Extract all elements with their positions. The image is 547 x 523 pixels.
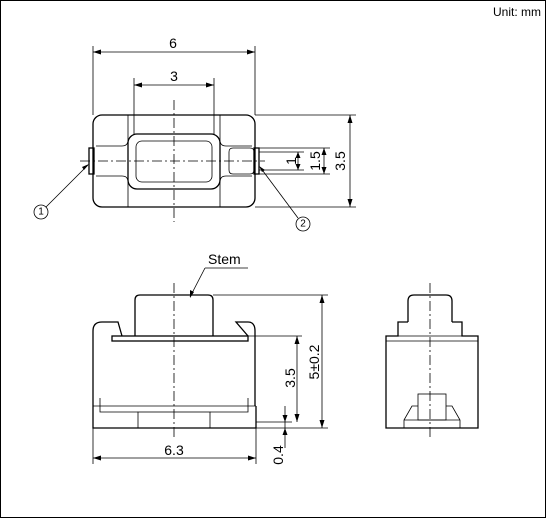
dim-3-5-arrow-top: [347, 115, 353, 123]
dim-6-3-arrow-right: [248, 455, 256, 461]
top-notch-left-lower: [96, 175, 129, 207]
stem-label: Stem: [208, 251, 241, 267]
stem-leader-arrow: [190, 290, 194, 298]
terminal-2-label: 2: [300, 219, 306, 230]
terminal-1-leader-arrow: [82, 164, 89, 170]
front-body-base: [92, 406, 257, 429]
dim-1-5-arrow-top: [321, 148, 327, 155]
dim-3-arrow-left: [134, 82, 142, 88]
front-plate: [111, 335, 249, 342]
terminal-1-circle: [33, 204, 49, 220]
front-view: Stem 3.5 5±0.2 0.4 6.3: [92, 251, 328, 465]
top-notch-left-upper: [96, 115, 129, 147]
side-stem: [407, 294, 453, 322]
terminal-2-circle: [295, 216, 311, 232]
dim-body-height-label: 3.5: [282, 368, 298, 388]
dim-1-5-label: 1.5: [307, 151, 323, 171]
dim-body-height-arrow-bottom: [294, 414, 300, 422]
dim-1-arrow-top: [295, 152, 301, 158]
dim-3-arrow-right: [206, 82, 214, 88]
top-view: 6 3 1 1.5 3.5 1 2: [33, 35, 356, 232]
front-terminal-left: [99, 398, 138, 413]
dim-total-height-arrow-top: [319, 295, 325, 303]
top-notch-right-lower: [219, 175, 252, 207]
dim-3-5-label: 3.5: [332, 151, 348, 171]
unit-label: Unit: mm: [493, 5, 541, 19]
top-notch-right-upper: [219, 115, 252, 147]
terminal-1-label: 1: [38, 207, 44, 218]
dim-total-height-arrow-bottom: [319, 420, 325, 428]
side-terminal-legs: [403, 405, 461, 428]
dim-6-3-label: 6.3: [164, 442, 184, 458]
dim-6-arrow-right: [247, 49, 255, 55]
top-terminal-pad-right: [228, 147, 255, 175]
terminal-2-leader: [259, 166, 299, 219]
front-body-top: [92, 321, 256, 341]
dim-1-arrow-bottom: [295, 164, 301, 170]
side-body-outline: [385, 321, 479, 429]
dim-body-height-arrow-top: [294, 336, 300, 344]
terminal-1-leader: [45, 164, 89, 208]
top-stem-window-outer: [127, 133, 221, 190]
dim-3-label: 3: [170, 68, 178, 84]
dim-6-3-arrow-left: [93, 455, 101, 461]
front-terminal-right: [210, 398, 249, 413]
dim-standoff-arrow-top: [282, 415, 288, 422]
front-stem: [134, 294, 214, 336]
dim-6-label: 6: [169, 35, 177, 51]
dim-total-height-label: 5±0.2: [306, 344, 322, 379]
dim-6-arrow-left: [93, 49, 101, 55]
dim-standoff-arrow-bottom: [282, 428, 288, 435]
dim-1-label: 1: [283, 157, 299, 165]
side-terminal-block: [417, 393, 447, 421]
dim-3-5-arrow-bottom: [347, 199, 353, 207]
dim-1-5-arrow-bottom: [321, 167, 327, 174]
terminal-2-leader-arrow: [259, 166, 265, 172]
dim-standoff-label: 0.4: [270, 445, 286, 465]
side-view: [385, 283, 479, 440]
